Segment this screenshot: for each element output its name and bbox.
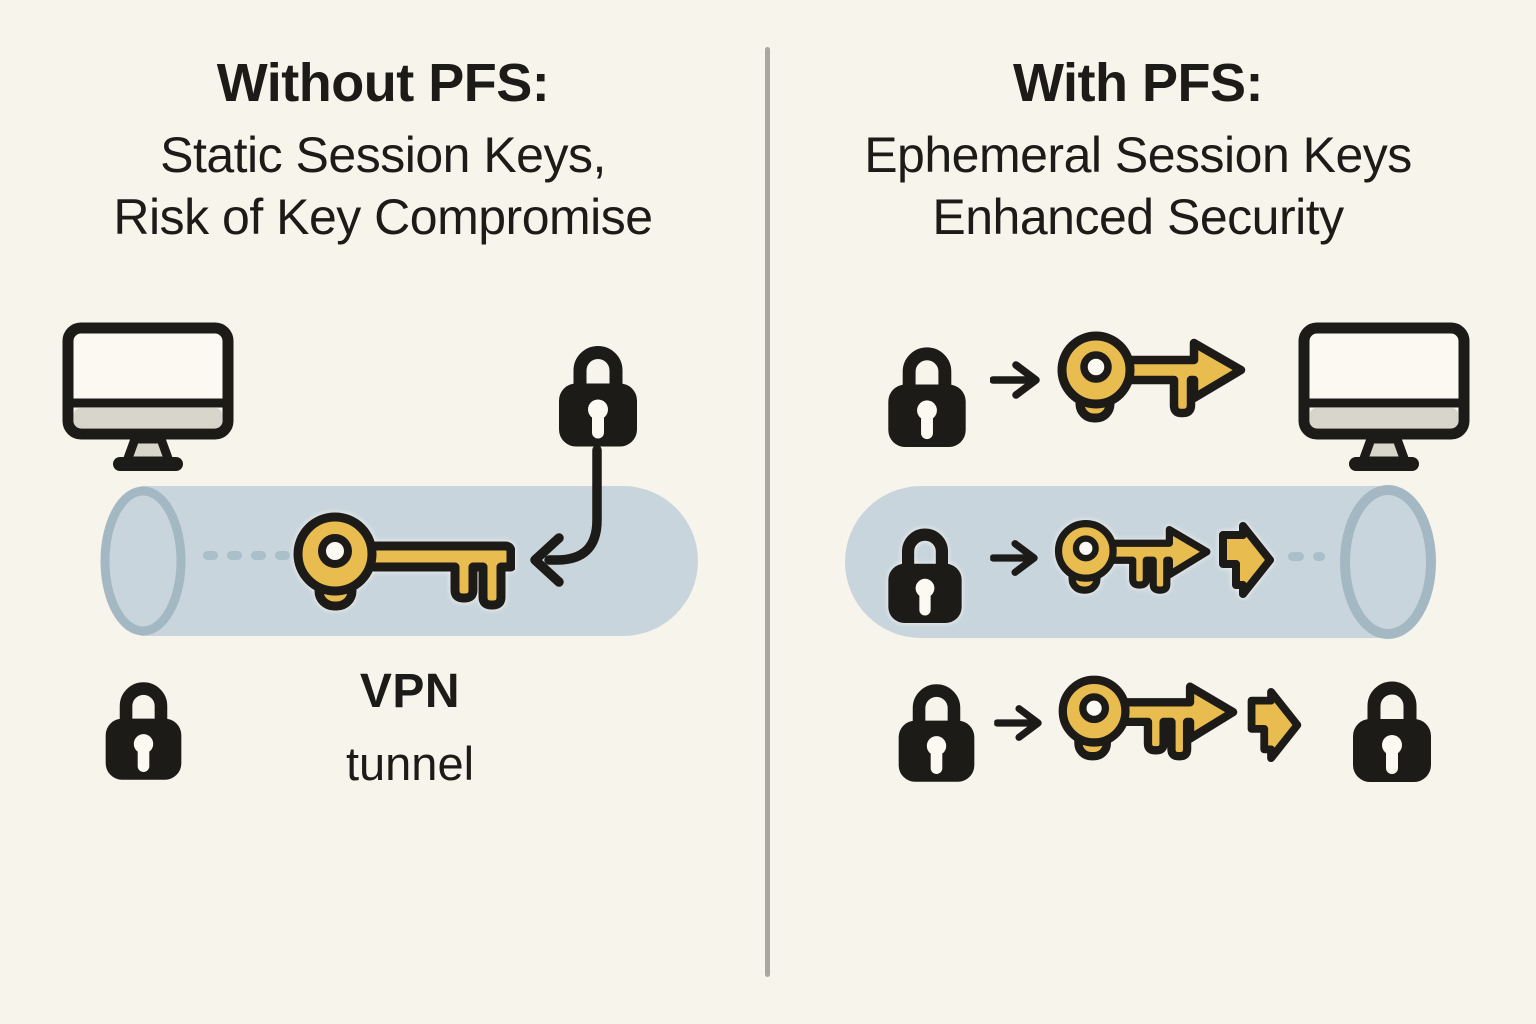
vpn-label-line-1: VPN <box>359 665 461 718</box>
computer-icon <box>62 322 234 474</box>
key-compromise-arrow-icon <box>530 445 602 587</box>
right-subtitle-line-1: Ephemeral Session Keys <box>864 127 1412 183</box>
panel-with-pfs: With PFS: Ephemeral Session Keys Enhance… <box>770 0 1536 1024</box>
right-arrow-icon <box>990 358 1044 402</box>
lock-icon <box>877 326 977 452</box>
right-arrow-icon <box>994 702 1046 744</box>
lock-icon <box>878 508 972 628</box>
right-arrow-icon <box>990 537 1042 579</box>
vpn-tunnel-label: VPN tunnel <box>285 664 535 791</box>
panel-divider <box>765 47 770 977</box>
attacker-lock-icon <box>548 324 648 452</box>
tunnel-opening-icon <box>1340 485 1436 639</box>
right-subtitle-line-2: Enhanced Security <box>932 189 1344 245</box>
forward-chevron-icon <box>1244 686 1302 764</box>
left-title: Without PFS: <box>216 53 550 113</box>
lock-icon <box>888 662 985 788</box>
ephemeral-key-icon <box>1052 326 1248 426</box>
left-subtitle-line-2: Risk of Key Compromise <box>113 189 653 245</box>
computer-icon <box>1298 322 1470 474</box>
right-title: With PFS: <box>1013 53 1263 113</box>
ephemeral-key-icon <box>1050 510 1212 602</box>
ephemeral-key-icon <box>1053 666 1239 768</box>
tunnel-opening-icon <box>100 486 186 636</box>
left-subtitle-line-1: Static Session Keys, <box>160 127 606 183</box>
tunnel-dashes <box>203 551 290 560</box>
forward-chevron-icon <box>1216 520 1274 600</box>
lock-icon <box>1342 660 1442 787</box>
lock-icon <box>95 660 192 786</box>
vpn-label-line-2: tunnel <box>345 737 475 790</box>
panel-without-pfs: Without PFS: Static Session Keys, Risk o… <box>0 0 766 1024</box>
tunnel-dashes <box>1288 552 1325 561</box>
